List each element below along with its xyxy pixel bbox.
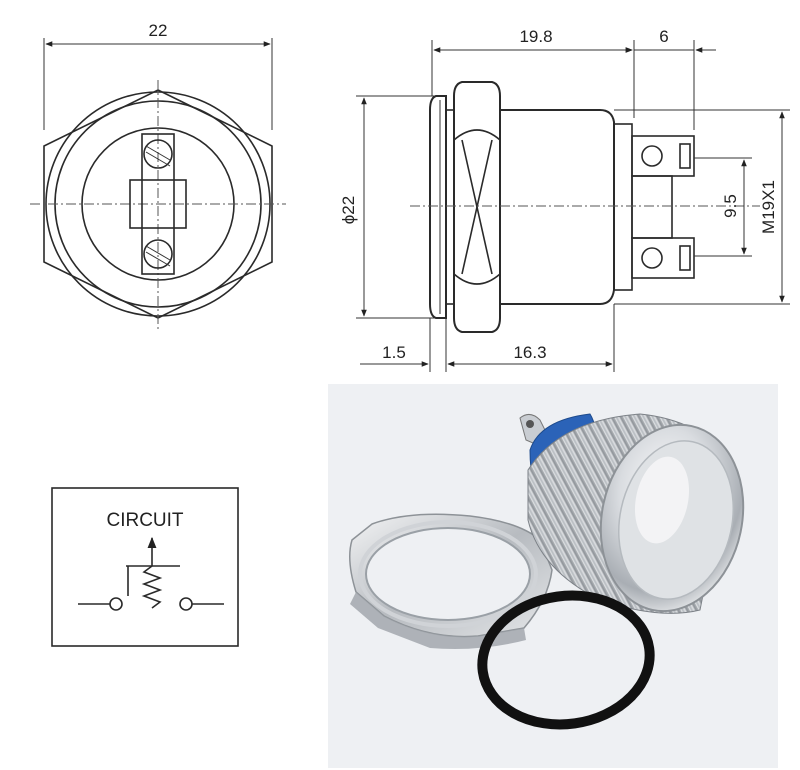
photo-o-ring [477,590,655,730]
button-cap [429,95,447,319]
product-photo [328,384,778,768]
dim-terminal-length: 6 [659,27,668,46]
terminal-outline [141,133,175,275]
photo-nut [349,513,553,649]
dim-flange: 1.5 [382,343,406,362]
dim-thread: M19X1 [759,180,778,234]
washer [445,109,455,305]
circuit-label: CIRCUIT [106,510,183,531]
terminal-screw-bottom [143,239,173,269]
terminal-core [631,175,673,239]
threaded-body [499,109,615,305]
circuit-symbol-box: CIRCUIT [51,487,239,647]
insulator-base [613,123,633,291]
dim-diameter: ϕ22 [339,196,358,224]
side-nut [453,81,501,333]
dim-thread-length: 16.3 [513,343,546,362]
terminal-screw-top [143,139,173,169]
side-view: 19.8 6 ϕ22 [339,27,790,372]
circuit-frame [51,487,239,647]
dim-terminal-spacing: 9.5 [721,194,740,218]
spring-symbol [141,565,163,609]
terminal-block [129,179,187,229]
dim-front-width: 22 [149,21,168,40]
front-view: 22 [30,21,286,330]
contact-right [179,597,193,611]
contact-left [109,597,123,611]
dim-body-length: 19.8 [519,27,552,46]
